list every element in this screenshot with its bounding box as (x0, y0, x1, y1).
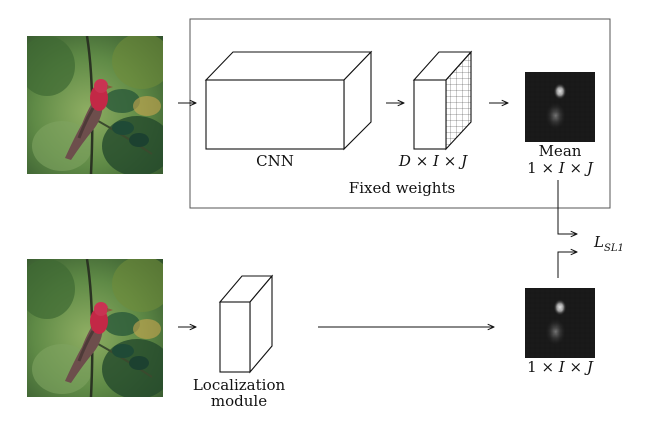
cnn-block (204, 50, 373, 151)
cnn-label: CNN (256, 152, 294, 170)
mean-label: Mean (539, 142, 582, 160)
localization-module-label-line1: Localization (193, 376, 286, 394)
arrow-mean-to-loss (557, 180, 577, 234)
mean-shape-label: 1 × I × J (527, 159, 594, 177)
fixed-weights-box (189, 18, 611, 209)
localization-module-label-line2: module (211, 392, 267, 410)
arrow-map-to-loss (557, 252, 577, 278)
predicted-map-shape-label: 1 × I × J (527, 358, 594, 376)
input-image-bottom (27, 259, 163, 397)
localization-module-block (218, 274, 274, 374)
feature-map-block (412, 50, 473, 151)
loss-label: LSL1 (593, 233, 624, 254)
input-image-top (27, 36, 163, 174)
feature-shape-label: D × I × J (398, 152, 468, 170)
predicted-heatmap (525, 288, 595, 358)
fixed-weights-label: Fixed weights (349, 179, 455, 197)
mean-heatmap (525, 72, 595, 142)
